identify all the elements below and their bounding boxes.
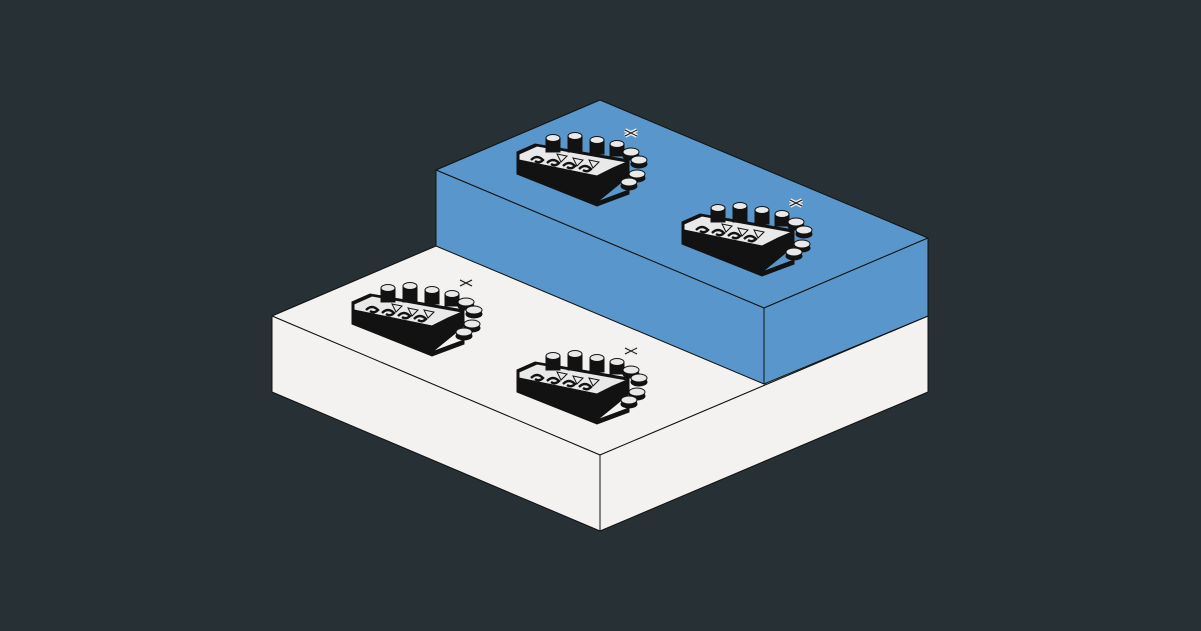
crown-bottom xyxy=(516,169,630,207)
crown-post-cap xyxy=(545,352,561,360)
crown-notch xyxy=(753,229,766,239)
crown-gem-top xyxy=(620,177,638,187)
crown-post-cap xyxy=(609,358,625,366)
crown-post-cap xyxy=(754,206,770,214)
crown-scroll xyxy=(727,231,742,240)
crown-gem-top xyxy=(622,147,640,157)
crown-band xyxy=(683,215,794,247)
crown-scroll xyxy=(711,228,726,237)
crown-gem-top xyxy=(628,169,646,179)
crown-post-cap xyxy=(732,202,748,210)
crown-lower-left xyxy=(351,278,483,357)
crown-scroll xyxy=(743,234,758,243)
crown-notch xyxy=(737,227,750,237)
crown-scroll xyxy=(562,379,577,388)
crown-gem-top xyxy=(793,239,811,249)
crown-gem-top xyxy=(787,217,805,227)
crown-post-cap xyxy=(589,136,605,144)
crown-gem-top xyxy=(620,395,638,405)
crown-upper-right xyxy=(681,198,813,277)
crown-gem-top xyxy=(463,319,481,329)
crown-cross-outline xyxy=(624,347,638,355)
crown-notch xyxy=(407,307,420,317)
crown-band xyxy=(353,295,464,327)
crown-gem-top xyxy=(455,327,473,337)
crown-scroll xyxy=(397,311,412,320)
crown-scroll xyxy=(578,382,593,391)
crown-band xyxy=(518,363,629,395)
crown-notch xyxy=(572,375,585,385)
crown-post-cap xyxy=(380,284,396,292)
crown-post-cap xyxy=(774,210,790,218)
crown-gem-top xyxy=(630,155,648,165)
crown-post-cap xyxy=(402,282,418,290)
crown-cross-outline xyxy=(459,279,473,287)
crown-notch xyxy=(556,371,569,381)
crown-post-cap xyxy=(710,204,726,212)
crown-scroll xyxy=(381,308,396,317)
crown-notch xyxy=(556,153,569,163)
crown-notch xyxy=(588,159,601,169)
crown-scroll xyxy=(530,373,545,382)
crown-gem-top xyxy=(628,387,646,397)
crown-bottom xyxy=(351,319,465,357)
crown-post-cap xyxy=(567,132,583,140)
crown-post-cap xyxy=(545,134,561,142)
crown-gem-top xyxy=(457,297,475,307)
crown-bottom xyxy=(681,239,795,277)
lower-platform-right-face xyxy=(599,315,929,532)
crown-upper-left xyxy=(516,128,648,207)
crown-scroll xyxy=(546,376,561,385)
crown-lower-right xyxy=(516,346,648,425)
crown-post-cap xyxy=(444,290,460,298)
crown-scroll xyxy=(562,161,577,170)
crown-gem-top xyxy=(785,247,803,257)
crown-notch xyxy=(391,303,404,313)
crown-notch xyxy=(588,377,601,387)
crown-post-cap xyxy=(567,350,583,358)
crown-scroll xyxy=(413,314,428,323)
crown-bottom xyxy=(516,387,630,425)
crown-cross-outline xyxy=(789,199,803,207)
crown-cross-outline xyxy=(624,129,638,137)
crown-gem-top xyxy=(622,365,640,375)
crown-scroll xyxy=(546,158,561,167)
crown-post-cap xyxy=(589,354,605,362)
crown-gem-top xyxy=(630,373,648,383)
upper-platform-right-face xyxy=(763,237,929,385)
crown-gem-top xyxy=(795,225,813,235)
crown-notch xyxy=(423,309,436,319)
crown-scroll xyxy=(530,155,545,164)
crown-gem-top xyxy=(465,305,483,315)
crowns-layer xyxy=(351,128,813,425)
crown-notch xyxy=(721,223,734,233)
crown-notch xyxy=(572,157,585,167)
crown-post-cap xyxy=(609,140,625,148)
crown-scroll xyxy=(695,225,710,234)
crown-scroll xyxy=(578,164,593,173)
crown-band xyxy=(518,145,629,177)
crown-post-cap xyxy=(424,286,440,294)
crown-scroll xyxy=(365,305,380,314)
